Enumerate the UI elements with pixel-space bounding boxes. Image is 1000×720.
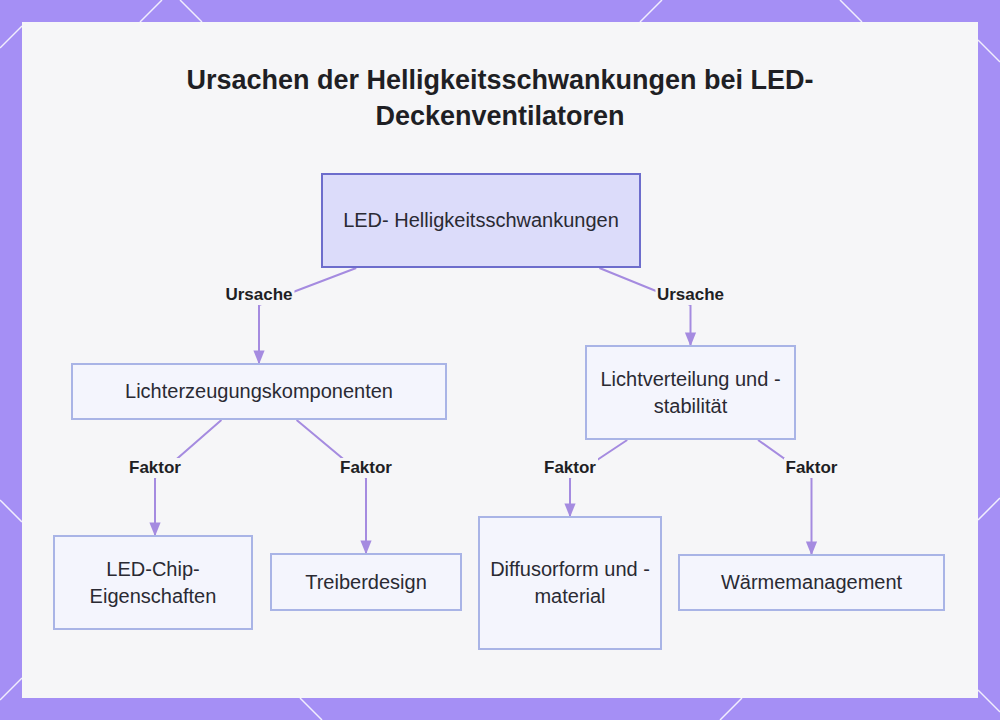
connector-arrow <box>297 420 366 553</box>
box-text: Lichterzeugungskomponenten <box>125 378 393 405</box>
box-content: Treiberdesign <box>305 569 427 596</box>
factor-box: Wärmemanagement <box>678 554 945 611</box>
factor-box: Diffusorform und - material <box>478 516 662 650</box>
box-text: Diffusorform und - material <box>488 556 652 610</box>
connector-arrow <box>570 440 627 516</box>
edge-label: Faktor <box>542 458 598 478</box>
box-text: Lichtverteilung und -stabilität <box>595 366 786 420</box>
factor-box: Treiberdesign <box>270 553 462 611</box>
diagram-title: Ursachen der Helligkeitsschwankungen bei… <box>100 62 900 134</box>
box-content: Lichterzeugungskomponenten <box>125 378 393 405</box>
connector-arrow <box>259 268 356 363</box>
box-content: LED- Helligkeitsschwankungen <box>343 207 619 234</box>
box-content: Wärmemanagement <box>721 569 902 596</box>
box-text: Wärmemanagement <box>721 569 902 596</box>
box-text: LED- Helligkeitsschwankungen <box>343 207 619 234</box>
factor-box: LED-Chip- Eigenschaften <box>53 535 253 630</box>
edge-label: Faktor <box>338 458 394 478</box>
box-text: Treiberdesign <box>305 569 427 596</box>
connector-arrow <box>599 268 690 345</box>
root-box: LED- Helligkeitsschwankungen <box>321 173 641 268</box>
box-content: LED-Chip- Eigenschaften <box>63 556 243 610</box>
cause-box: Lichtverteilung und -stabilität <box>585 345 796 440</box>
box-content: Lichtverteilung und -stabilität <box>595 366 786 420</box>
edge-label: Faktor <box>127 458 183 478</box>
box-text: LED-Chip- Eigenschaften <box>63 556 243 610</box>
box-content: Diffusorform und - material <box>488 556 652 610</box>
edge-label: Ursache <box>223 285 294 305</box>
edge-label: Ursache <box>655 285 726 305</box>
edge-label: Faktor <box>784 458 840 478</box>
cause-box: Lichterzeugungskomponenten <box>71 363 447 420</box>
